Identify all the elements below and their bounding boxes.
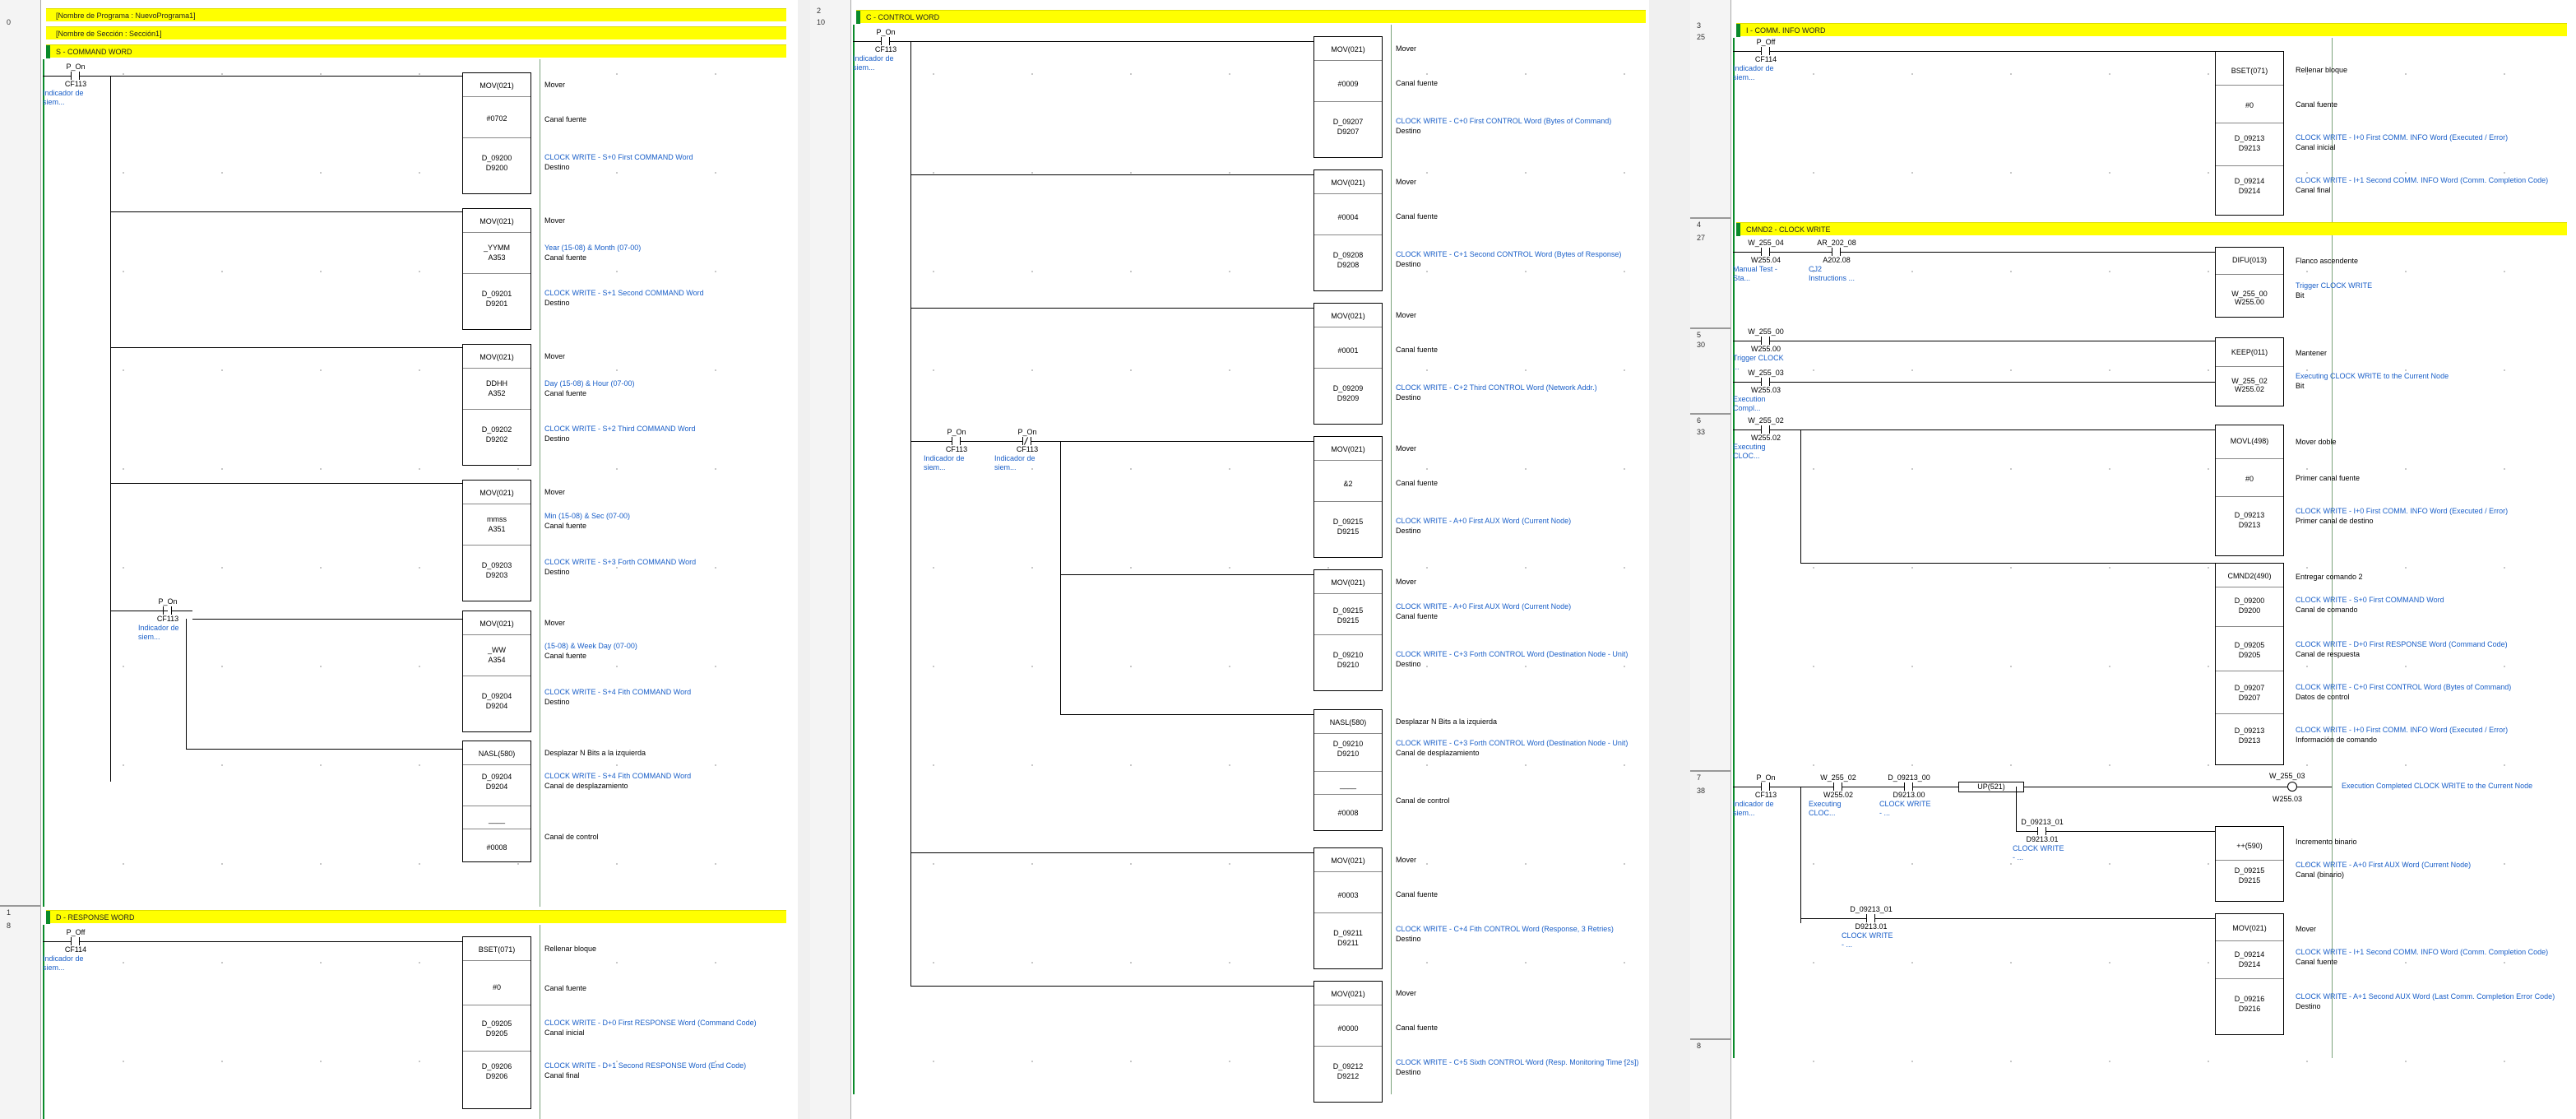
contact-w255-03[interactable]: W_255_03 W255.03 Execution Compl... [1733, 369, 1791, 413]
rung-number: 4 [1697, 221, 1702, 229]
contact-ar202-08[interactable]: AR_202_08 A202.08 CJ2 Instructions ... [1809, 239, 1861, 283]
rung-number: 2 [817, 7, 822, 15]
pane-separator [1649, 0, 1690, 1119]
section-header: [Nombre de Sección : Sección1] [46, 26, 786, 39]
rung-title: D - RESPONSE WORD [46, 910, 786, 924]
step-number: 25 [1697, 33, 1706, 41]
rung-title: S - COMMAND WORD [46, 44, 786, 58]
left-power-rail [853, 25, 855, 1094]
step-number: 38 [1697, 787, 1706, 795]
contact-p-on[interactable]: P_On CF113 Indicador de siem... [853, 28, 910, 72]
ladder-canvas[interactable]: [Nombre de Programa : NuevoPrograma1] [N… [41, 0, 798, 1119]
contact-p-on[interactable]: P_On CF113 Indicador de siem... [138, 597, 192, 642]
rung-gutter: 2 10 [810, 0, 851, 1119]
left-power-rail [43, 925, 44, 1119]
contact-d9213-00[interactable]: D_09213_00 D9213.00 CLOCK WRITE - ... [1879, 773, 1934, 818]
program-header: [Nombre de Programa : NuevoPrograma1] [46, 8, 786, 21]
output-coil[interactable] [2287, 782, 2297, 792]
rung-number: 3 [1697, 21, 1702, 30]
rung-number: 5 [1697, 331, 1702, 339]
ladder-pane-3[interactable]: 3 25 4 27 5 30 6 33 7 38 8 I - COMM. INF… [1690, 0, 2576, 1119]
contact-w255-00[interactable]: W_255_00 W255.00 Trigger CLOCK ... [1733, 327, 1791, 372]
right-power-rail [1391, 25, 1392, 1094]
step-number: 8 [7, 922, 12, 930]
up-instruction[interactable]: UP(521) [1958, 782, 2024, 792]
step-number: 33 [1697, 428, 1706, 436]
pane-separator [798, 0, 810, 1119]
contact-p-off[interactable]: P_Off CF114 Indicador de siem... [43, 928, 100, 973]
contact-p-on[interactable]: P_On CF113 Indicador de siem... [1733, 773, 1791, 818]
rung-title: CMND2 - CLOCK WRITE [1736, 222, 2567, 236]
step-number: 30 [1697, 341, 1706, 349]
ladder-canvas[interactable]: I - COMM. INFO WORD P_Off CF114 Indicado… [1731, 0, 2576, 1119]
contact-w255-02[interactable]: W_255_02 W255.02 Executing CLOC... [1733, 416, 1791, 461]
rung-number: 1 [7, 908, 12, 917]
left-power-rail [43, 59, 44, 907]
rung-number: 6 [1697, 416, 1702, 425]
rung-number: 0 [7, 18, 12, 26]
ladder-pane-2[interactable]: 2 10 C - CONTROL WORD P_On CF113 Indicad… [810, 0, 1649, 1119]
ladder-pane-1[interactable]: 0 1 8 [Nombre de Programa : NuevoProgram… [0, 0, 798, 1119]
rung-number: 7 [1697, 773, 1702, 782]
step-number: 27 [1697, 234, 1706, 242]
contact-p-on[interactable]: P_On CF113 Indicador de siem... [43, 63, 100, 107]
contact-p-off[interactable]: P_Off CF114 Indicador de siem... [1733, 38, 1791, 82]
rung-title: C - CONTROL WORD [856, 10, 1646, 24]
keep-instruction[interactable]: KEEP(011) W_255_02 W255.02 [2215, 337, 2284, 406]
rung-title: I - COMM. INFO WORD [1736, 23, 2567, 37]
rung-number: 8 [1697, 1042, 1702, 1050]
contact-w255-02[interactable]: W_255_02 W255.02 Executing CLOC... [1809, 773, 1863, 818]
rung-gutter: 0 1 8 [0, 0, 41, 1119]
difu-instruction[interactable]: DIFU(013) W_255_00 W255.00 [2215, 247, 2284, 318]
contact-d9213-01[interactable]: D_09213_01 D9213.01 CLOCK WRITE - ... [1842, 905, 1896, 950]
contact-p-on-negated[interactable]: P_On CF113 Indicador de siem... [994, 428, 1052, 472]
contact-p-on[interactable]: P_On CF113 Indicador de siem... [924, 428, 981, 472]
step-number: 10 [817, 18, 826, 26]
ladder-canvas[interactable]: C - CONTROL WORD P_On CF113 Indicador de… [851, 0, 1649, 1119]
rung-gutter: 3 25 4 27 5 30 6 33 7 38 8 [1690, 0, 1731, 1119]
contact-d9213-01[interactable]: D_09213_01 D9213.01 CLOCK WRITE - ... [2013, 818, 2067, 862]
left-power-rail [1733, 38, 1735, 1058]
contact-w255-04[interactable]: W_255_04 W255.04 Manual Test - Sta... [1733, 239, 1791, 283]
right-power-rail [2332, 38, 2333, 1058]
